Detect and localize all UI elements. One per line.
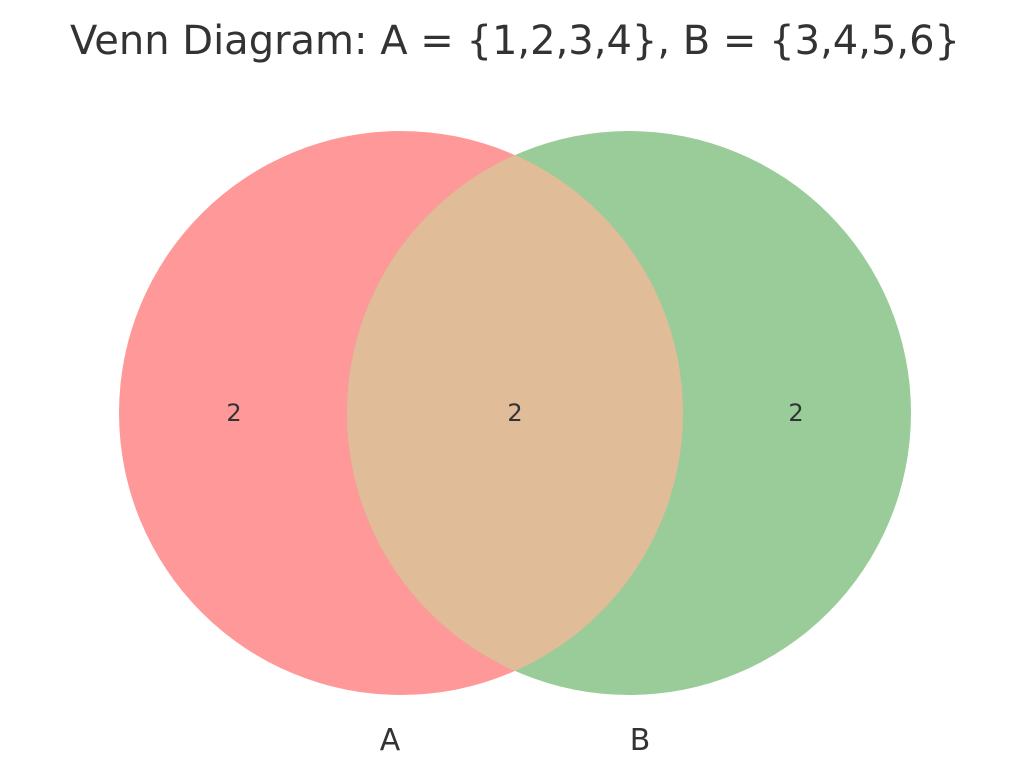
intersection-count: 2 [507,399,522,427]
intersection-region [347,131,683,695]
diagram-title: Venn Diagram: A = {1,2,3,4}, B = {3,4,5,… [70,18,960,64]
set-b-label: B [630,723,651,758]
only-b-count: 2 [788,399,803,427]
set-a-label: A [380,723,401,758]
only-a-count: 2 [226,399,241,427]
